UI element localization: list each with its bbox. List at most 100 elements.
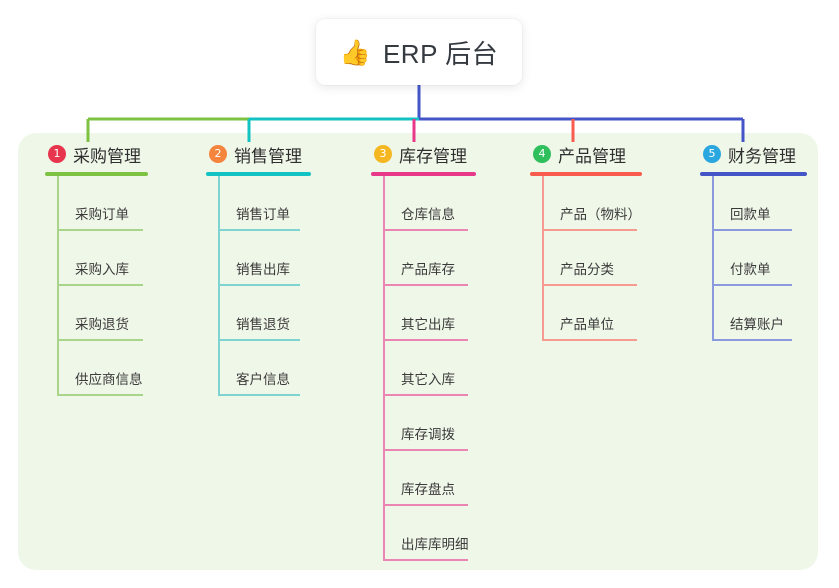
leaf-underline — [383, 284, 468, 286]
branch-underline-1 — [45, 172, 148, 176]
branch-3[interactable]: 3 库存管理仓库信息产品库存其它出库其它入库库存调拨库存盘点出库库明细 — [371, 140, 488, 561]
leaf-item[interactable]: 采购订单 — [57, 176, 163, 231]
branch-underline-2 — [206, 172, 311, 176]
leaf-label: 销售出库 — [236, 262, 290, 277]
leaf-underline — [57, 229, 143, 231]
branch-spine-1 — [57, 176, 59, 396]
leaf-underline — [218, 229, 300, 231]
leaf-item[interactable]: 仓库信息 — [383, 176, 488, 231]
leaf-item[interactable]: 回款单 — [712, 176, 812, 231]
leaf-item[interactable]: 销售订单 — [218, 176, 320, 231]
leaf-underline — [218, 394, 300, 396]
leaf-underline — [383, 339, 468, 341]
root-node-content: 👍 ERP 后台 — [340, 34, 498, 71]
leaf-item[interactable]: 出库库明细 — [383, 506, 488, 561]
leaf-label: 产品单位 — [560, 317, 614, 332]
leaf-item[interactable]: 产品库存 — [383, 231, 488, 286]
leaf-underline — [383, 504, 468, 506]
branch-title-1: 采购管理 — [73, 146, 141, 166]
branch-underline-3 — [371, 172, 476, 176]
leaf-underline — [383, 449, 468, 451]
branch-badge-2: 2 — [209, 145, 227, 163]
leaf-item[interactable]: 产品单位 — [542, 286, 657, 341]
leaf-item[interactable]: 供应商信息 — [57, 341, 163, 396]
leaf-item[interactable]: 产品分类 — [542, 231, 657, 286]
branch-header-3[interactable]: 3 库存管理 — [371, 140, 488, 168]
leaf-label: 供应商信息 — [75, 372, 143, 387]
leaf-underline — [383, 229, 468, 231]
leaf-item[interactable]: 客户信息 — [218, 341, 320, 396]
branch-title-2: 销售管理 — [234, 146, 302, 166]
branch-title-3: 库存管理 — [399, 146, 467, 166]
leaf-underline — [712, 284, 792, 286]
leaf-item[interactable]: 库存调拨 — [383, 396, 488, 451]
leaf-label: 出库库明细 — [401, 537, 469, 552]
leaf-item[interactable]: 库存盘点 — [383, 451, 488, 506]
leaf-underline — [57, 394, 143, 396]
leaf-label: 客户信息 — [236, 372, 290, 387]
leaf-label: 产品库存 — [401, 262, 455, 277]
leaf-label: 库存盘点 — [401, 482, 455, 497]
leaf-item[interactable]: 采购入库 — [57, 231, 163, 286]
leaf-label: 采购订单 — [75, 207, 129, 222]
leaf-underline — [712, 339, 792, 341]
branch-leaves-5: 回款单付款单结算账户 — [712, 176, 812, 341]
branch-header-1[interactable]: 1 采购管理 — [45, 140, 163, 168]
branch-header-2[interactable]: 2 销售管理 — [206, 140, 320, 168]
leaf-label: 其它出库 — [401, 317, 455, 332]
leaf-item[interactable]: 付款单 — [712, 231, 812, 286]
thumbs-up-icon: 👍 — [339, 37, 371, 67]
branch-leaves-3: 仓库信息产品库存其它出库其它入库库存调拨库存盘点出库库明细 — [383, 176, 488, 561]
leaf-underline — [218, 339, 300, 341]
leaf-underline — [383, 559, 468, 561]
branches-panel — [18, 133, 818, 570]
root-node[interactable]: 👍 ERP 后台 — [316, 19, 522, 85]
branch-title-5: 财务管理 — [728, 146, 796, 166]
branch-badge-3: 3 — [374, 145, 392, 163]
leaf-item[interactable]: 结算账户 — [712, 286, 812, 341]
branch-underline-5 — [700, 172, 807, 176]
branch-title-4: 产品管理 — [558, 146, 626, 166]
root-title: ERP 后台 — [382, 38, 499, 69]
branch-4[interactable]: 4 产品管理产品（物料） 产品分类产品单位 — [530, 140, 657, 341]
leaf-label: 销售退货 — [236, 317, 290, 332]
leaf-item[interactable]: 销售退货 — [218, 286, 320, 341]
leaf-item[interactable]: 其它出库 — [383, 286, 488, 341]
branch-spine-5 — [712, 176, 714, 341]
branch-spine-4 — [542, 176, 544, 341]
branch-leaves-1: 采购订单采购入库采购退货供应商信息 — [57, 176, 163, 396]
leaf-underline — [542, 339, 637, 341]
leaf-label: 付款单 — [730, 262, 771, 277]
leaf-item[interactable]: 其它入库 — [383, 341, 488, 396]
leaf-label: 库存调拨 — [401, 427, 455, 442]
branch-2[interactable]: 2 销售管理销售订单销售出库销售退货客户信息 — [206, 140, 320, 396]
branch-badge-1: 1 — [48, 145, 66, 163]
leaf-label: 产品（物料） — [560, 207, 641, 222]
leaf-label: 回款单 — [730, 207, 771, 222]
leaf-underline — [57, 339, 143, 341]
leaf-underline — [542, 229, 637, 231]
leaf-label: 其它入库 — [401, 372, 455, 387]
branch-header-4[interactable]: 4 产品管理 — [530, 140, 657, 168]
branch-spine-2 — [218, 176, 220, 396]
leaf-underline — [57, 284, 143, 286]
leaf-underline — [712, 229, 792, 231]
leaf-label: 销售订单 — [236, 207, 290, 222]
branch-badge-4: 4 — [533, 145, 551, 163]
branch-underline-4 — [530, 172, 642, 176]
branch-1[interactable]: 1 采购管理采购订单采购入库采购退货供应商信息 — [45, 140, 163, 396]
leaf-underline — [542, 284, 637, 286]
leaf-underline — [383, 394, 468, 396]
leaf-label: 仓库信息 — [401, 207, 455, 222]
leaf-label: 采购退货 — [75, 317, 129, 332]
leaf-item[interactable]: 销售出库 — [218, 231, 320, 286]
leaf-label: 采购入库 — [75, 262, 129, 277]
leaf-item[interactable]: 产品（物料） — [542, 176, 657, 231]
branch-spine-3 — [383, 176, 385, 561]
leaf-item[interactable]: 采购退货 — [57, 286, 163, 341]
branch-leaves-4: 产品（物料） 产品分类产品单位 — [542, 176, 657, 341]
branch-leaves-2: 销售订单销售出库销售退货客户信息 — [218, 176, 320, 396]
